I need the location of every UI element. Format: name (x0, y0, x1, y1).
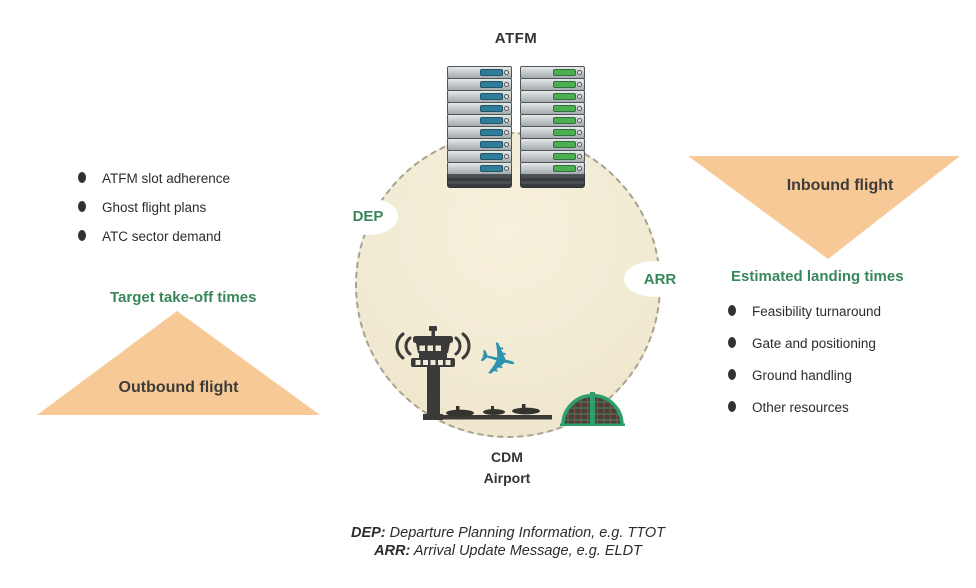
arr-footnote: ARR: Arrival Update Message, e.g. ELDT (288, 542, 728, 560)
bullet-icon (728, 305, 736, 316)
arr-label: ARR (643, 270, 677, 288)
radio-waves-icon (395, 332, 471, 360)
list-item: ATC sector demand (78, 229, 230, 244)
dep-notch: DEP (338, 198, 398, 235)
bullet-icon (728, 401, 736, 412)
cdm-airport-label: CDM Airport (432, 447, 582, 489)
control-tower-icon (411, 326, 552, 420)
list-item: Gate and positioning (728, 336, 881, 351)
list-item-label: Ground handling (752, 368, 852, 383)
airplane-icon: ✈ (473, 329, 523, 391)
list-item: Feasibility turnaround (728, 304, 881, 319)
list-item-label: Feasibility turnaround (752, 304, 882, 319)
footnotes: DEP: Departure Planning Information, e.g… (288, 524, 728, 560)
cdm-line2: Airport (483, 470, 531, 486)
dep-footnote: DEP: Departure Planning Information, e.g… (288, 524, 728, 542)
airport-scene: ✈ (395, 326, 625, 426)
cdm-line1: CDM (491, 449, 523, 465)
list-item: Other resources (728, 400, 881, 415)
inbound-flight-triangle: Inbound flight (688, 156, 960, 259)
list-item-label: Other resources (752, 400, 849, 415)
inbound-flight-label: Inbound flight (786, 177, 894, 194)
list-item-label: Ghost flight plans (102, 200, 207, 215)
list-item-label: ATC sector demand (102, 229, 222, 244)
ground-vehicles-icon (446, 404, 540, 417)
bullet-icon (78, 172, 86, 183)
estimated-landing-times-label: Estimated landing times (731, 268, 904, 285)
dep-footnote-text: Departure Planning Information, e.g. TTO… (389, 525, 666, 541)
arr-footnote-text: Arrival Update Message, e.g. ELDT (413, 543, 642, 559)
radar-dome-icon (560, 392, 625, 426)
turnaround-resources-list: Feasibility turnaround Gate and position… (728, 304, 881, 432)
list-item: Ground handling (728, 368, 881, 383)
bullet-icon (728, 369, 736, 380)
list-item-label: ATFM slot adherence (102, 171, 231, 186)
target-takeoff-times-label: Target take-off times (110, 289, 257, 306)
list-item: Ghost flight plans (78, 200, 230, 215)
list-item-label: Gate and positioning (752, 336, 876, 351)
bullet-icon (728, 337, 736, 348)
server-rack-green-icon (520, 66, 585, 188)
list-item: ATFM slot adherence (78, 171, 230, 186)
bullet-icon (78, 201, 86, 212)
server-rack-blue-icon (447, 66, 512, 188)
arr-notch: ARR (624, 261, 686, 297)
outbound-flight-label: Outbound flight (118, 379, 239, 396)
dep-footnote-abbr: DEP: (350, 525, 386, 541)
atfm-title: ATFM (494, 30, 538, 47)
arr-footnote-abbr: ARR: (374, 543, 411, 559)
outbound-flight-triangle: Outbound flight (37, 311, 320, 415)
dep-label: DEP (352, 208, 384, 225)
bullet-icon (78, 230, 86, 241)
departure-constraints-list: ATFM slot adherence Ghost flight plans A… (78, 171, 230, 258)
